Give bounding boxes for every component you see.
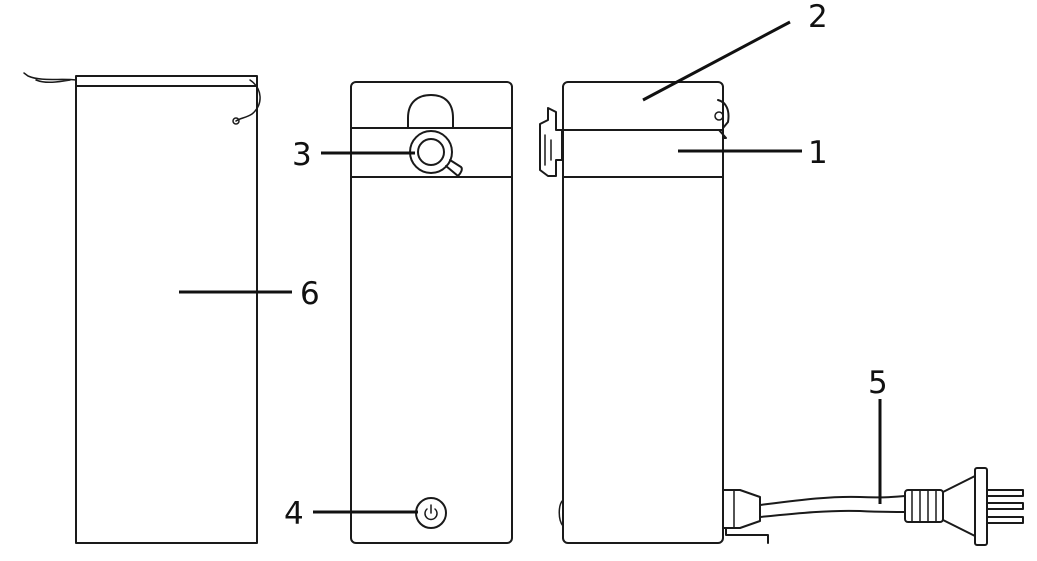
callout-3: 3 bbox=[292, 137, 312, 173]
drawstring-knot bbox=[232, 117, 240, 125]
power-icon bbox=[424, 504, 438, 521]
callout-2: 2 bbox=[808, 0, 828, 35]
battery-front-body bbox=[350, 81, 513, 544]
charger-cable bbox=[759, 467, 1024, 546]
charge-port-plug bbox=[722, 489, 761, 529]
side-clip bbox=[717, 99, 730, 139]
plug-face bbox=[974, 467, 988, 546]
cable-upper-edge bbox=[759, 495, 906, 506]
callout-1: 1 bbox=[808, 135, 828, 171]
storage-bag bbox=[23, 72, 261, 544]
base-step bbox=[725, 527, 769, 544]
lock-tab bbox=[445, 159, 463, 177]
plug-head bbox=[942, 475, 976, 537]
lock-core bbox=[417, 138, 445, 166]
plug-prongs bbox=[986, 489, 1024, 524]
callout-5: 5 bbox=[868, 365, 888, 401]
drawstring-right bbox=[235, 79, 261, 122]
side-latch bbox=[539, 107, 563, 177]
bag-body bbox=[75, 75, 258, 544]
callout-4: 4 bbox=[284, 496, 304, 532]
leader-2 bbox=[642, 20, 791, 102]
plug-grip bbox=[904, 489, 944, 523]
latch-detail bbox=[544, 134, 552, 166]
side-clip-pin bbox=[714, 111, 724, 121]
drawstring-left bbox=[23, 72, 77, 84]
plug-grip-ridges bbox=[911, 489, 937, 523]
battery-front-view bbox=[350, 81, 513, 544]
lock-housing bbox=[407, 94, 454, 129]
side-notch bbox=[558, 499, 564, 527]
battery-side-view bbox=[539, 81, 769, 544]
battery-side-body bbox=[562, 81, 724, 544]
cable-lower-edge bbox=[759, 509, 906, 518]
callout-6: 6 bbox=[300, 276, 320, 312]
